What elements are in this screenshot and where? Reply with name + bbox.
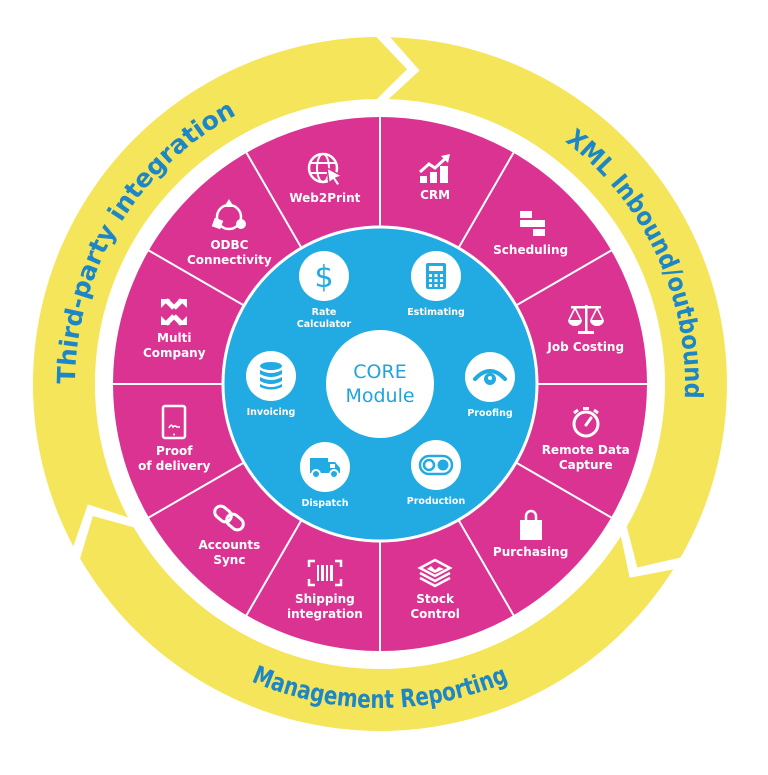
segment-scheduling[interactable]: Scheduling bbox=[471, 209, 591, 258]
core-item-label: Dispatch bbox=[301, 498, 349, 509]
core-item-badge bbox=[411, 440, 461, 490]
segment-label: Multi Company bbox=[142, 330, 206, 360]
segment-divider bbox=[148, 461, 245, 519]
segment-label: Proof of delivery bbox=[138, 444, 211, 474]
segment-label: Purchasing bbox=[492, 545, 569, 560]
expand-arrows-icon bbox=[161, 298, 188, 326]
segment-remote-data-capture[interactable]: Remote Data Capture bbox=[526, 405, 646, 473]
truck-icon bbox=[310, 458, 340, 479]
core-item-label: Production bbox=[406, 496, 466, 507]
chain-link-icon bbox=[213, 504, 246, 532]
segment-web2print[interactable]: Web2Print bbox=[265, 151, 385, 206]
core-item-badge bbox=[465, 352, 515, 402]
eye-icon bbox=[473, 369, 507, 385]
core-module-hub[interactable]: CORE Module bbox=[326, 330, 434, 438]
core-item-production[interactable]: Production bbox=[386, 440, 486, 508]
gantt-blocks-icon bbox=[519, 210, 545, 236]
segment-shipping-integration[interactable]: Shipping integration bbox=[265, 558, 385, 622]
core-item-label: Estimating bbox=[407, 307, 465, 318]
core-item-label: Proofing bbox=[467, 408, 513, 419]
segment-label: Scheduling bbox=[493, 242, 569, 257]
core-item-badge bbox=[411, 251, 461, 301]
segment-label: Remote Data Capture bbox=[541, 443, 630, 473]
core-item-badge bbox=[300, 442, 350, 492]
segment-label: Web2Print bbox=[289, 190, 361, 205]
shopping-bag-icon bbox=[519, 509, 542, 541]
segment-purchasing[interactable]: Purchasing bbox=[471, 509, 591, 560]
segment-dividers bbox=[113, 117, 647, 651]
outer-arrow-ring bbox=[32, 37, 727, 731]
svg-text:$: $ bbox=[314, 260, 333, 292]
core-item-invoicing[interactable]: Invoicing bbox=[221, 351, 321, 419]
core-item-proofing[interactable]: Proofing bbox=[440, 352, 540, 420]
tablet-signature-icon bbox=[162, 404, 187, 440]
stacked-layers-icon bbox=[417, 558, 453, 588]
segment-divider bbox=[515, 461, 612, 519]
core-item-badge bbox=[246, 351, 296, 401]
segment-accounts-sync[interactable]: Accounts Sync bbox=[169, 502, 289, 568]
segment-divider bbox=[245, 519, 303, 616]
globe-cursor-icon bbox=[307, 152, 344, 187]
segment-divider bbox=[457, 152, 515, 249]
core-item-badge: $ bbox=[299, 251, 349, 301]
cycle-shapes-icon bbox=[212, 199, 247, 231]
coin-stack-icon bbox=[260, 362, 282, 390]
segment-crm[interactable]: CRM bbox=[375, 153, 495, 203]
barcode-scan-icon bbox=[307, 559, 343, 586]
segment-divider bbox=[515, 249, 612, 307]
segment-label: CRM bbox=[420, 187, 451, 202]
bar-chart-growth-icon bbox=[419, 153, 451, 183]
segment-label: ODBC Connectivity bbox=[187, 238, 272, 268]
segment-multi-company[interactable]: Multi Company bbox=[114, 297, 234, 361]
segment-stock-control[interactable]: Stock Control bbox=[375, 558, 495, 622]
segment-label: Accounts Sync bbox=[198, 537, 261, 567]
core-item-estimating[interactable]: Estimating bbox=[386, 251, 486, 319]
ring-arrow-management bbox=[80, 516, 674, 731]
core-item-rate-calculator[interactable]: $ Rate Calculator bbox=[274, 251, 374, 331]
segment-label: Shipping integration bbox=[286, 591, 363, 621]
segment-label: Stock Control bbox=[410, 591, 460, 621]
segment-divider bbox=[457, 519, 515, 616]
ring-arrow-third-party bbox=[32, 37, 407, 547]
core-title-line1: CORE bbox=[353, 361, 407, 383]
core-item-label: Rate Calculator bbox=[296, 307, 352, 330]
segment-odbc-connectivity[interactable]: ODBC Connectivity bbox=[169, 198, 289, 268]
segment-divider bbox=[245, 152, 303, 249]
core-title-line2: Module bbox=[345, 385, 415, 407]
stopwatch-icon bbox=[572, 407, 600, 438]
conveyor-icon bbox=[418, 454, 454, 476]
segment-job-costing[interactable]: Job Costing bbox=[526, 302, 646, 355]
core-item-dispatch[interactable]: Dispatch bbox=[275, 442, 375, 510]
dollar-icon: $ bbox=[314, 260, 333, 292]
ring-arrow-xml bbox=[388, 37, 727, 568]
calculator-icon bbox=[426, 263, 446, 289]
segment-proof-of-delivery[interactable]: Proof of delivery bbox=[114, 404, 234, 474]
balance-scale-icon bbox=[567, 305, 604, 335]
core-item-label: Invoicing bbox=[246, 407, 296, 418]
segment-divider bbox=[148, 249, 245, 307]
segment-label: Job Costing bbox=[547, 340, 625, 355]
